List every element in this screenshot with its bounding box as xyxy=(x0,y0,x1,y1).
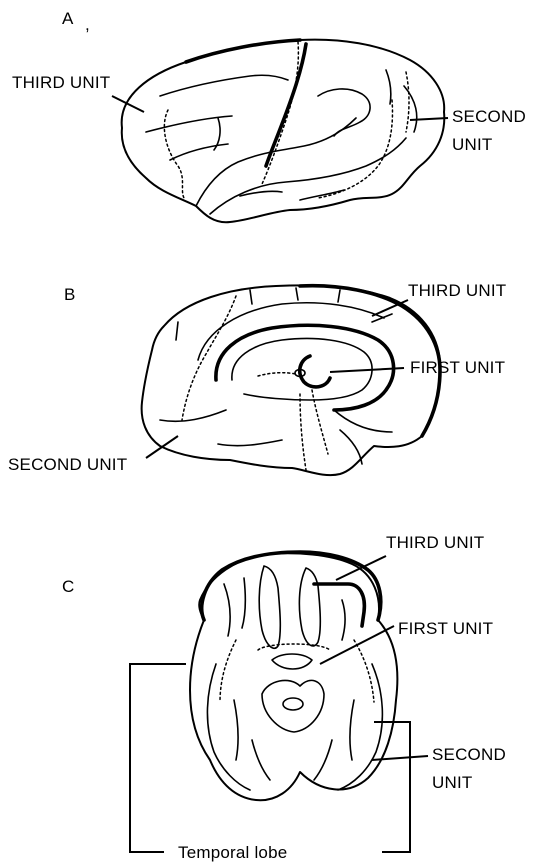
panel-c-label-third-unit: THIRD UNIT xyxy=(386,533,484,552)
panel-c-label-second-unit-1: SECOND xyxy=(432,745,506,764)
panel-b-label-first-unit: FIRST UNIT xyxy=(410,358,505,377)
panel-b-dotted-frontal xyxy=(182,296,236,420)
panel-c-temporal-sulci xyxy=(234,700,354,780)
panel-c-aqueduct xyxy=(283,698,303,710)
panel-a-second-unit-boundary xyxy=(318,100,392,198)
panel-a-label-second-unit-1: SECOND xyxy=(452,107,526,126)
panel-a-letter: A xyxy=(62,9,74,28)
panel-a: A , THIRD UNIT SECOND UNIT xyxy=(12,9,526,222)
panel-c-label-second-unit-2: UNIT xyxy=(432,773,472,792)
panel-a-mark: , xyxy=(85,15,90,34)
panel-c-orbital-box xyxy=(314,584,364,626)
panel-b-letter: B xyxy=(64,285,75,304)
panel-a-occipital-sulcus xyxy=(386,70,417,132)
panel-b: B THIRD UNIT FIRST UNIT SECOND UNIT xyxy=(8,281,506,475)
panel-c-letter: C xyxy=(62,577,74,596)
panel-c-label-temporal-lobe: Temporal lobe xyxy=(178,843,287,862)
panel-b-cortex-outline xyxy=(142,285,441,475)
panel-c-temporal-right xyxy=(338,664,382,790)
panel-c-chiasm xyxy=(272,654,312,669)
panel-c-leader-second-unit xyxy=(372,756,428,760)
panel-c-temporal-lobe-bracket xyxy=(130,664,410,852)
panel-b-leader-second-unit xyxy=(146,436,178,458)
panel-a-frontal-sulcus-1 xyxy=(160,75,288,96)
panel-c-midbrain xyxy=(262,680,324,732)
panel-c-dotted-left xyxy=(220,640,236,702)
panel-b-dotted-inner xyxy=(258,373,296,376)
panel-c-leader-first-unit xyxy=(320,626,394,664)
panel-a-leader-second-unit xyxy=(410,118,448,120)
panel-a-central-sulcus xyxy=(266,44,306,166)
panel-a-second-unit-front xyxy=(406,72,409,132)
panel-a-label-third-unit: THIRD UNIT xyxy=(12,73,110,92)
panel-c-label-first-unit: FIRST UNIT xyxy=(398,619,493,638)
panel-b-label-third-unit: THIRD UNIT xyxy=(408,281,506,300)
panel-c-olfactory-right xyxy=(299,568,320,646)
panel-b-calcarine xyxy=(334,410,392,432)
panel-a-parietal-sulcus xyxy=(318,89,370,136)
panel-b-label-second-unit: SECOND UNIT xyxy=(8,455,127,474)
panel-c-temporal-left xyxy=(207,664,250,790)
panel-a-frontal-rim xyxy=(186,40,300,62)
panel-c-dotted-right xyxy=(354,640,374,702)
panel-c-brain-outline xyxy=(190,553,397,800)
panel-b-dotted-stem xyxy=(300,390,328,470)
panel-c-olfactory-left xyxy=(259,566,280,648)
panel-a-leader-third-unit xyxy=(112,96,144,112)
panel-a-superior-temporal-sulcus xyxy=(210,138,406,214)
panel-c-orbital-sulci xyxy=(224,578,345,640)
panel-a-label-second-unit-2: UNIT xyxy=(452,135,492,154)
panel-c: C THIRD UNIT FIRST UNIT SECOND UNIT Temp… xyxy=(62,533,506,862)
